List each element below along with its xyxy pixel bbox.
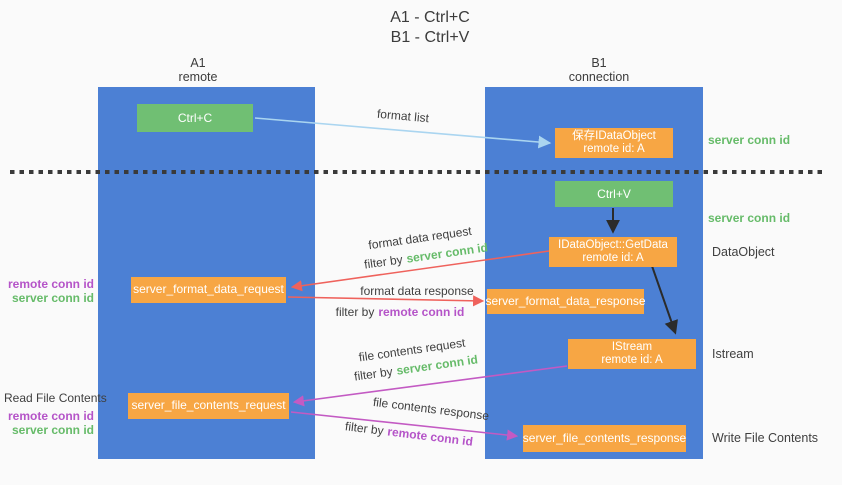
node-server-format-data-request: server_format_data_request [131,277,286,303]
label-server-conn-id-mid-right: server conn id [708,211,791,225]
filter-by-text: filter by [335,305,375,319]
node-idataobject-getdata: IDataObject::GetData remote id: A [549,237,677,267]
diagram-title: A1 - Ctrl+C B1 - Ctrl+V [300,8,560,48]
node-save-idataobject-line2: remote id: A [583,143,645,155]
node-server-format-data-response-label: server_format_data_response [485,293,646,308]
lifeline-b1-name: B1 [591,56,607,70]
remote-conn-id-text: remote conn id [7,277,94,291]
node-server-file-contents-response-label: server_file_contents_response [522,430,687,445]
node-idataobject-getdata-line1: IDataObject::GetData [558,238,668,251]
server-conn-id-text: server conn id [11,423,94,437]
remote-conn-id-text: remote conn id [378,305,465,319]
node-server-file-contents-request-label: server_file_contents_request [131,398,286,413]
filter-by-text: filter by [353,364,394,384]
label-server-conn-id-top-right: server conn id [708,133,791,147]
title-line-2: B1 - Ctrl+V [390,29,470,46]
node-server-format-data-request-label: server_format_data_request [133,282,284,297]
label-format-data-response: format data response [360,284,474,298]
node-ctrl-c-label: Ctrl+C [177,111,213,125]
node-istream-line2: remote id: A [601,354,663,366]
lifeline-a1-role: remote [178,70,218,84]
filter-by-text: filter by [344,419,385,438]
node-server-file-contents-response: server_file_contents_response [523,425,686,452]
label-block-file-conn-ids: Read File Contents remote conn id server… [4,391,107,437]
filter-by-text: filter by [363,252,404,272]
node-server-format-data-response: server_format_data_response [485,289,646,314]
remote-conn-id-text: remote conn id [7,409,94,423]
node-idataobject-getdata-line2: remote id: A [582,252,644,264]
label-istream: Istream [712,347,754,361]
server-conn-id-text: server conn id [11,291,94,305]
node-save-idataobject: 保存IDataObject remote id: A [555,128,673,158]
label-block-format-conn-ids: remote conn id server conn id [4,277,94,305]
node-istream: IStream remote id: A [568,339,696,369]
remote-conn-id-text: remote conn id [386,424,474,449]
label-write-file-contents: Write File Contents [712,431,819,445]
label-file-contents-response: file contents response [372,394,490,424]
node-save-idataobject-line1: 保存IDataObject [572,129,656,142]
node-ctrl-v-label: Ctrl+V [597,187,631,201]
node-istream-line1: IStream [611,340,653,353]
label-read-file-contents: Read File Contents [4,391,107,405]
node-server-file-contents-request: server_file_contents_request [128,393,289,419]
lifeline-header-b1: B1 connection [534,56,664,84]
node-ctrl-v: Ctrl+V [555,181,673,207]
title-line-1: A1 - Ctrl+C [390,9,470,26]
lifeline-a1-name: A1 [190,56,206,70]
node-ctrl-c: Ctrl+C [137,104,253,132]
lifeline-b1-role: connection [568,70,630,84]
lifeline-header-a1: A1 remote [133,56,263,84]
label-format-list: format list [376,106,430,126]
label-dataobject: DataObject [712,245,775,259]
